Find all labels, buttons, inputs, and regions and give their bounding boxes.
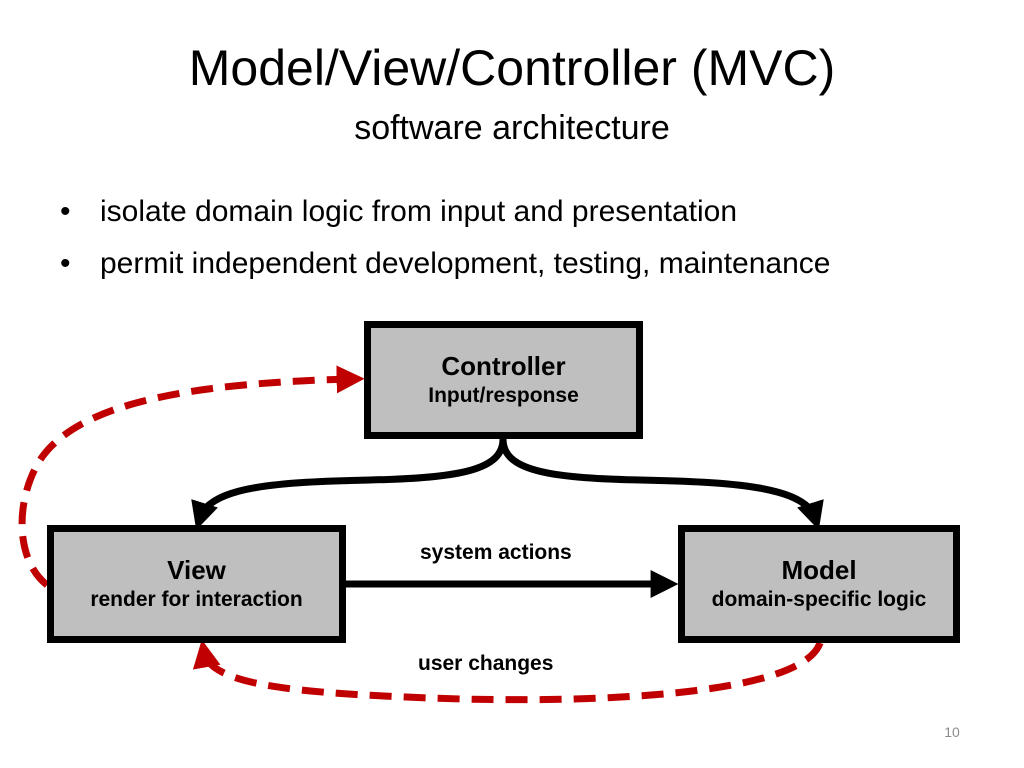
- user-changes-arrow: [192, 639, 824, 704]
- bullet-text: isolate domain logic from input and pres…: [100, 195, 738, 228]
- bullet-marker: •: [60, 195, 71, 228]
- view-name: View: [167, 555, 226, 585]
- controller-to-view-arrow: [191, 438, 507, 531]
- model-name: Model: [781, 555, 857, 585]
- view-to-controller-arrow: [18, 365, 365, 588]
- bullet-item: • permit independent development, testin…: [60, 238, 980, 290]
- bullet-list: • isolate domain logic from input and pr…: [60, 186, 980, 290]
- page-number: 10: [944, 724, 960, 740]
- controller-desc: Input/response: [428, 384, 579, 407]
- controller-name: Controller: [441, 351, 566, 381]
- controller-to-model-arrow: [499, 438, 824, 531]
- controller-box: Controller Input/response: [364, 321, 643, 439]
- user-changes-label: user changes: [418, 652, 554, 675]
- bullet-text: permit independent development, testing,…: [100, 247, 831, 280]
- view-box: View render for interaction: [47, 525, 346, 643]
- model-box: Model domain-specific logic: [678, 525, 960, 643]
- bullet-item: • isolate domain logic from input and pr…: [60, 186, 980, 238]
- bullet-marker: •: [60, 247, 71, 280]
- model-desc: domain-specific logic: [711, 588, 927, 611]
- system-actions-label: system actions: [420, 541, 572, 564]
- view-desc: render for interaction: [90, 588, 303, 611]
- slide-subtitle: software architecture: [354, 109, 670, 147]
- slide-title: Model/View/Controller (MVC): [188, 40, 836, 96]
